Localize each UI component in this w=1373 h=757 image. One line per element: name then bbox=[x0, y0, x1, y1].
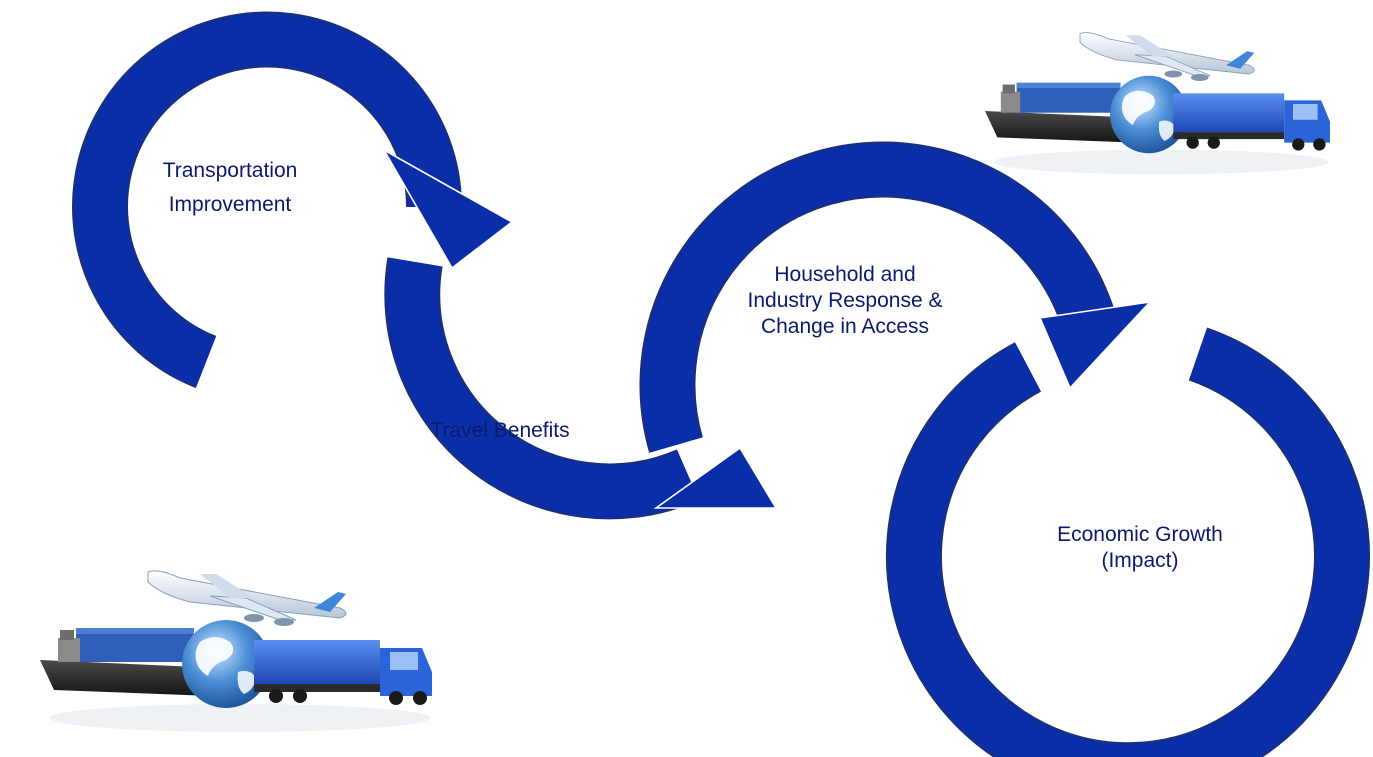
step-label-line: Household and bbox=[774, 263, 916, 286]
step-label-line: (Impact) bbox=[1101, 549, 1179, 572]
step-label-line: Travel Benefits bbox=[430, 419, 570, 442]
step-label-household: Household and Industry Response & Change… bbox=[705, 262, 985, 340]
transport-globe-icon bbox=[39, 570, 433, 733]
step-label-travel: Travel Benefits bbox=[390, 418, 610, 444]
step-label-line: Transportation bbox=[162, 159, 298, 182]
cycle-arrow-1 bbox=[72, 11, 514, 389]
step-label-line: Industry Response & bbox=[747, 289, 943, 312]
step-label-line: Economic Growth bbox=[1057, 523, 1223, 546]
step-label-line: Improvement bbox=[168, 193, 292, 216]
cycle-arrow-3 bbox=[639, 141, 1153, 453]
step-label-line: Change in Access bbox=[760, 315, 930, 338]
step-label-transportation: Transportation Improvement bbox=[130, 158, 330, 218]
step-label-economic: Economic Growth (Impact) bbox=[1020, 522, 1260, 574]
transport-globe-icon bbox=[984, 32, 1331, 175]
cycle-arrow-2 bbox=[384, 257, 778, 520]
cycle-arrow-4 bbox=[885, 327, 1370, 757]
